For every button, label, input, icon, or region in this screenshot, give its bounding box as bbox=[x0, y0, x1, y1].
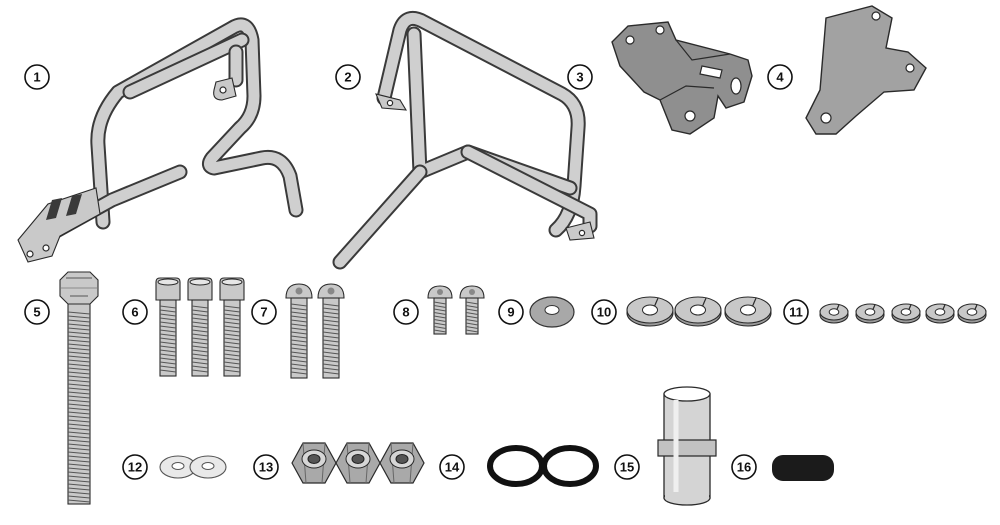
button-head-screw-short-icon bbox=[427, 285, 485, 335]
flat-washer-icon bbox=[529, 296, 575, 328]
o-ring-icon bbox=[487, 445, 599, 487]
long-hex-bolt-icon bbox=[59, 271, 99, 505]
svg-text:8: 8 bbox=[402, 305, 409, 320]
svg-text:3: 3 bbox=[576, 70, 583, 85]
small-washer-icon bbox=[159, 455, 227, 479]
svg-text:11: 11 bbox=[789, 305, 803, 320]
crash-bar-left-icon bbox=[17, 17, 304, 263]
part-number-badge-3: 3 bbox=[567, 64, 593, 90]
spring-washer-large-icon bbox=[626, 296, 772, 327]
nylon-lock-nut-icon bbox=[291, 442, 425, 484]
part-number-badge-5: 5 bbox=[24, 299, 50, 325]
part-number-badge-4: 4 bbox=[767, 64, 793, 90]
svg-text:7: 7 bbox=[260, 305, 267, 320]
part-number-badge-6: 6 bbox=[122, 299, 148, 325]
svg-text:6: 6 bbox=[131, 305, 138, 320]
socket-cap-screw-icon bbox=[155, 277, 245, 377]
part-number-badge-2: 2 bbox=[335, 64, 361, 90]
svg-text:9: 9 bbox=[507, 305, 514, 320]
part-number-badge-16: 16 bbox=[731, 454, 757, 480]
part-number-badge-15: 15 bbox=[614, 454, 640, 480]
part-number-badge-11: 11 bbox=[783, 299, 809, 325]
svg-text:2: 2 bbox=[344, 70, 351, 85]
svg-text:13: 13 bbox=[259, 460, 273, 475]
part-number-badge-10: 10 bbox=[591, 299, 617, 325]
bracket-bent-icon bbox=[611, 21, 753, 135]
svg-text:5: 5 bbox=[33, 305, 40, 320]
part-number-badge-1: 1 bbox=[24, 64, 50, 90]
svg-text:14: 14 bbox=[445, 460, 460, 475]
svg-text:15: 15 bbox=[620, 460, 634, 475]
button-head-screw-long-icon bbox=[285, 283, 345, 379]
part-number-badge-12: 12 bbox=[122, 454, 148, 480]
spring-washer-small-icon bbox=[819, 303, 987, 324]
part-number-badge-13: 13 bbox=[253, 454, 279, 480]
svg-text:1: 1 bbox=[33, 70, 40, 85]
rubber-pad-icon bbox=[772, 455, 834, 481]
svg-text:16: 16 bbox=[737, 460, 751, 475]
part-number-badge-7: 7 bbox=[251, 299, 277, 325]
spacer-sleeve-icon bbox=[657, 386, 717, 506]
svg-text:10: 10 bbox=[597, 305, 611, 320]
crash-bar-right-icon bbox=[332, 10, 598, 270]
part-number-badge-14: 14 bbox=[439, 454, 465, 480]
part-number-badge-8: 8 bbox=[393, 299, 419, 325]
bracket-flat-icon bbox=[805, 5, 927, 135]
svg-text:4: 4 bbox=[776, 70, 784, 85]
svg-text:12: 12 bbox=[128, 460, 142, 475]
part-number-badge-9: 9 bbox=[498, 299, 524, 325]
